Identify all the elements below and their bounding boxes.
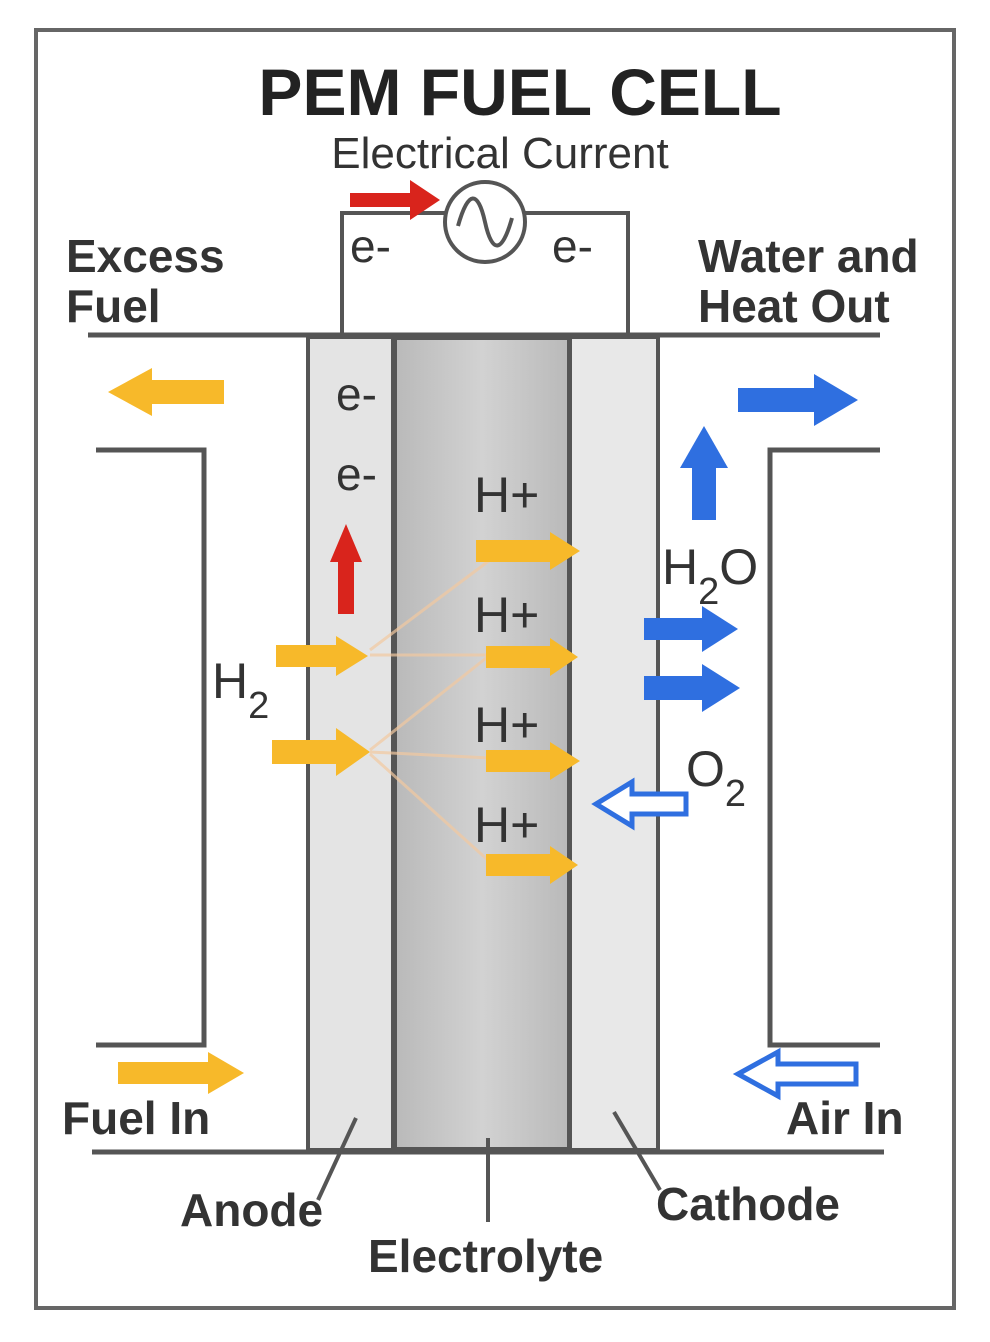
fuel-in-label: Fuel In [62,1092,210,1144]
water-up-arrow-icon [680,426,728,520]
electron-flow-arrow-icon [330,524,362,614]
water-heat-label: Water and [698,230,919,282]
water-arrow-upper-icon [644,606,738,652]
cathode-pointer [612,1110,662,1192]
proton-label-1: H+ [474,467,539,523]
excess-fuel-label-line2: Fuel [66,280,161,332]
anode-electron-2: e- [336,448,377,500]
water-arrow-lower-icon [644,664,740,712]
excess-fuel-label: Excess [66,230,225,282]
proton-arrow-1-icon [476,532,580,570]
anode-pointer [316,1117,358,1201]
h2o-sub: 2 [698,571,719,613]
proton-label-2: H+ [474,587,539,643]
oxygen-arrow-icon [591,777,689,831]
electrical-current-label: Electrical Current [331,129,668,178]
h2-arrow-upper-icon [276,636,368,676]
proton-arrow-3-icon [486,742,580,780]
fuel-channel-upper-wall [96,447,207,1048]
excess-fuel-arrow-icon [108,368,224,416]
o2-label: O2 [686,741,746,815]
proton-arrow-4-icon [486,846,578,884]
air-in-arrow-icon [732,1047,859,1101]
proton-label-4: H+ [474,797,539,853]
h2o-tail: O [719,539,758,595]
h2o-label: H2O [662,539,758,613]
electron-label-left: e- [350,220,391,272]
electrolyte-label: Electrolyte [368,1230,603,1282]
diagram-title: PEM FUEL CELL [258,55,781,129]
h2o-base: H [662,539,698,595]
anode-electron-1: e- [336,368,377,420]
proton-path-lines [368,558,492,864]
current-arrow-icon [350,180,440,220]
proton-label-3: H+ [474,697,539,753]
electron-label-right: e- [552,220,593,272]
o2-sub: 2 [725,773,746,815]
proton-arrow-2-icon [486,638,578,676]
air-in-label: Air In [786,1092,904,1144]
h2-arrow-lower-icon [272,728,370,776]
anode-label: Anode [180,1184,323,1236]
water-heat-label-line2: Heat Out [698,280,890,332]
air-channel-wall [767,447,880,1048]
h2-label: H2 [212,653,269,727]
cathode-layer [568,335,660,1152]
h2-base: H [212,653,248,709]
fuel-in-arrow-icon [118,1052,244,1094]
water-out-arrow-icon [738,374,858,426]
sine-wave-icon [456,196,514,248]
o2-base: O [686,741,725,797]
h2-sub: 2 [248,685,269,727]
cathode-label: Cathode [656,1178,840,1230]
